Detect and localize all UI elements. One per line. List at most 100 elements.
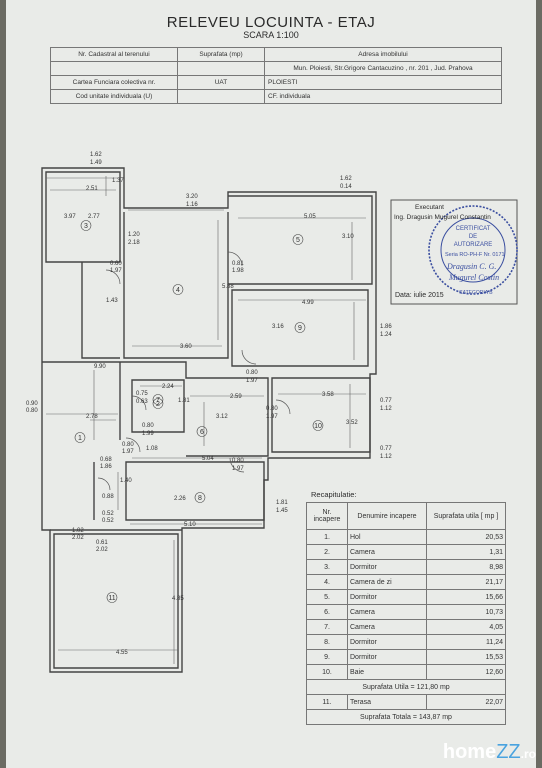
dimension-label: 9.90 xyxy=(94,364,106,370)
dimension-label: 1.49 xyxy=(90,160,102,166)
dimension-label: 1.02 xyxy=(72,528,84,534)
dimension-label: 1.24 xyxy=(380,332,392,338)
floor-plan: 1.621.492.511.372.773.973.201.161.620.14… xyxy=(26,152,392,673)
dimension-label: 2.24 xyxy=(162,384,174,390)
stamp-date: Data: iulie 2015 xyxy=(395,292,444,299)
dimension-label: 1.62 xyxy=(90,152,102,158)
recap-area: 1,31 xyxy=(426,544,506,560)
dimension-label: 0.63 xyxy=(136,399,148,405)
dimension-label: 3.20 xyxy=(186,194,198,200)
dimension-label: 2.18 xyxy=(128,240,140,246)
watermark-logo: homeZZ.ro xyxy=(442,741,536,763)
recap-name: Camera xyxy=(347,544,427,560)
recap-name: Camera xyxy=(347,619,427,635)
cod-label: Cod unitate individuala (U) xyxy=(50,89,178,104)
recap-terasa-name: Terasa xyxy=(347,694,427,710)
room-number-circle xyxy=(106,592,118,603)
dimension-label: 0.88 xyxy=(102,494,114,500)
recap-nr: 9. xyxy=(306,649,348,665)
dimension-label: 1.12 xyxy=(380,406,392,412)
stamp-engineer-name: Ing. Dragusin Mugurel Constantin xyxy=(394,214,491,221)
room-number-circle xyxy=(292,234,304,245)
recap-nr: 7. xyxy=(306,619,348,635)
room-number: 8 xyxy=(198,495,202,502)
recap-area: 8,98 xyxy=(426,559,506,575)
recap-nr: 10. xyxy=(306,664,348,680)
dimension-label: 5.10 xyxy=(184,522,196,528)
recap-nr: 3. xyxy=(306,559,348,575)
dimension-label: 1.43 xyxy=(106,298,118,304)
header-table: Nr. Cadastral al terenului Suprafata (mp… xyxy=(50,47,502,104)
dimension-label: 1.08 xyxy=(146,446,158,452)
dimension-label: 2.59 xyxy=(230,394,242,400)
room-number-circle xyxy=(312,420,324,431)
dimension-label: 1.81 xyxy=(178,398,190,404)
dimension-label: 0.80 xyxy=(232,458,244,464)
room-number-circle xyxy=(294,322,306,333)
recap-name: Dormitor xyxy=(347,589,427,605)
stamp-executant: Executant xyxy=(415,204,444,211)
dimension-label: 1.16 xyxy=(186,202,198,208)
dimension-label: 0.14 xyxy=(340,184,352,190)
recap-table: Nr. incapere Denumire incapere Suprafata… xyxy=(306,502,506,725)
recap-terasa-nr: 11. xyxy=(306,694,348,710)
document-page: RELEVEU LOCUINTA - ETAJ SCARA 1:100 Nr. … xyxy=(6,0,536,768)
dimension-label: 0.80 xyxy=(26,408,38,414)
dimension-label: 2.02 xyxy=(72,535,84,541)
dimension-label: 1.97 xyxy=(232,466,244,472)
recap-nr: 2. xyxy=(306,544,348,560)
dimension-label: 0.68 xyxy=(100,457,112,463)
stamp-name-2: Mugurel Costin xyxy=(449,273,500,282)
recap-nr: 5. xyxy=(306,589,348,605)
dimension-label: 0.52 xyxy=(102,511,114,517)
dimension-label: 0.80 xyxy=(266,406,278,412)
dimension-label: 0.90 xyxy=(26,401,38,407)
recap-header-denumire: Denumire incapere xyxy=(347,502,427,530)
stamp-autorizare: AUTORIZARE xyxy=(453,242,493,248)
room-number: 5 xyxy=(296,237,300,244)
scale-label: SCARA 1:100 xyxy=(243,30,299,40)
recap-area: 15,66 xyxy=(426,589,506,605)
recap-name: Baie xyxy=(347,664,427,680)
recap-area: 10,73 xyxy=(426,604,506,620)
recap-name: Camera xyxy=(347,604,427,620)
room-number-circle xyxy=(194,492,206,503)
room-number: 7 xyxy=(156,397,160,404)
dimension-label: 5.04 xyxy=(202,456,214,462)
dimension-label: 2.78 xyxy=(86,414,98,420)
dimension-label: 2.26 xyxy=(174,496,186,502)
door-arcs xyxy=(97,251,291,491)
recap-totala: Suprafata Totala = 143,87 mp xyxy=(306,709,506,725)
room-number: 4 xyxy=(176,287,180,294)
dimension-label: 3.58 xyxy=(322,392,334,398)
plan-walls xyxy=(41,167,377,673)
recap-nr: 6. xyxy=(306,604,348,620)
recap-nr: 4. xyxy=(306,574,348,590)
room-number: 3 xyxy=(84,223,88,230)
dimension-label: 1.98 xyxy=(232,268,244,274)
room-number-circle xyxy=(172,284,184,295)
dimension-label: 1.86 xyxy=(100,464,112,470)
recap-area: 21,17 xyxy=(426,574,506,590)
dimension-label: 0.60 xyxy=(110,261,122,267)
dimension-label: 1.37 xyxy=(112,178,124,184)
dimension-label: 1.81 xyxy=(276,500,288,506)
dimension-label: 1.40 xyxy=(120,478,132,484)
room-number-circle xyxy=(80,220,92,231)
recap-area: 11,24 xyxy=(426,634,506,650)
room-number-circle xyxy=(196,426,208,437)
recap-terasa-area: 22,07 xyxy=(426,694,506,710)
page-title: RELEVEU LOCUINTA - ETAJ xyxy=(166,14,376,31)
recap-name: Camera de zi xyxy=(347,574,427,590)
dimension-labels: 1.621.492.511.372.773.973.201.161.620.14… xyxy=(26,152,392,656)
dimension-label: 3.10 xyxy=(342,234,354,240)
